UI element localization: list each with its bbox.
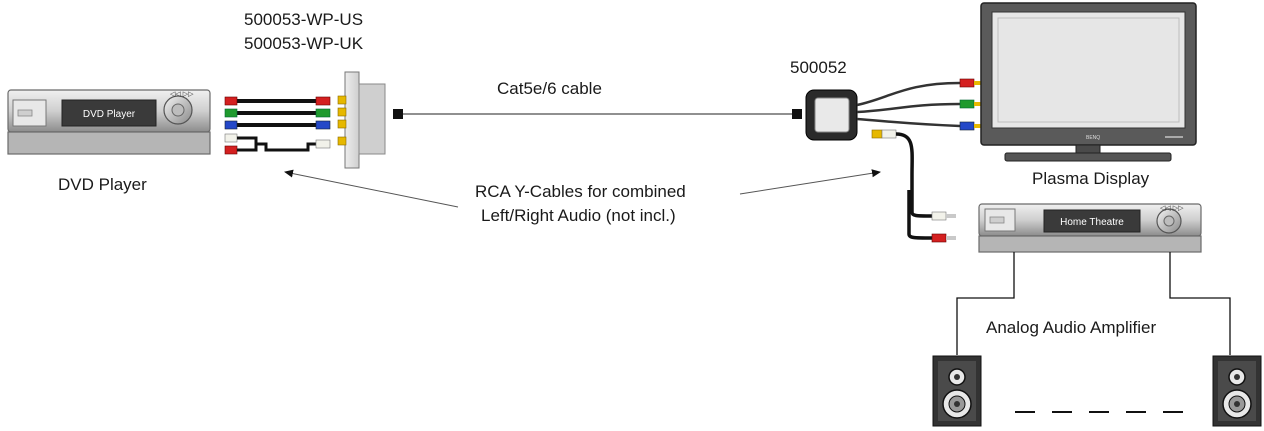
plasma-display: BENQ — [980, 2, 1197, 162]
svg-text:BENQ: BENQ — [1086, 135, 1100, 141]
dvd-player-label: DVD Player — [58, 175, 147, 194]
dvd-display-panel — [61, 99, 157, 127]
receiver-part-label: 500052 — [790, 58, 847, 77]
speaker-wire-left — [956, 252, 1015, 355]
y-cables-note-line1: RCA Y-Cables for combined — [475, 182, 686, 201]
part-number-uk: 500053-WP-UK — [244, 34, 364, 53]
dvd-display-text: DVD Player — [83, 109, 136, 120]
home-theatre-display-text: Home Theatre — [1060, 217, 1124, 228]
home-theatre-display-panel — [1043, 209, 1141, 233]
y-cables-note-line2: Left/Right Audio (not incl.) — [481, 206, 676, 225]
dvd-player: DVD Player ◁◁ ▷▷ — [7, 89, 211, 155]
home-theatre: Home Theatre ◁◁ ▷▷ — [978, 203, 1202, 253]
receiver-module — [792, 89, 858, 141]
part-number-us: 500053-WP-US — [244, 10, 363, 29]
wall-plate — [337, 71, 403, 169]
rca-cable-group-left — [224, 96, 331, 155]
amplifier-label: Analog Audio Amplifier — [986, 318, 1156, 337]
cable-label: Cat5e/6 cable — [497, 79, 602, 98]
speaker-wire-right — [1169, 252, 1231, 355]
svg-text:◁◁ ▷▷: ◁◁ ▷▷ — [1160, 205, 1184, 212]
rca-cable-group-right — [856, 78, 984, 243]
arrow-right — [739, 169, 881, 195]
speaker-left-icon — [932, 355, 982, 427]
plasma-display-label: Plasma Display — [1032, 169, 1150, 188]
arrow-left — [284, 169, 459, 208]
svg-text:◁◁ ▷▷: ◁◁ ▷▷ — [170, 91, 194, 98]
speaker-right-icon — [1212, 355, 1262, 427]
